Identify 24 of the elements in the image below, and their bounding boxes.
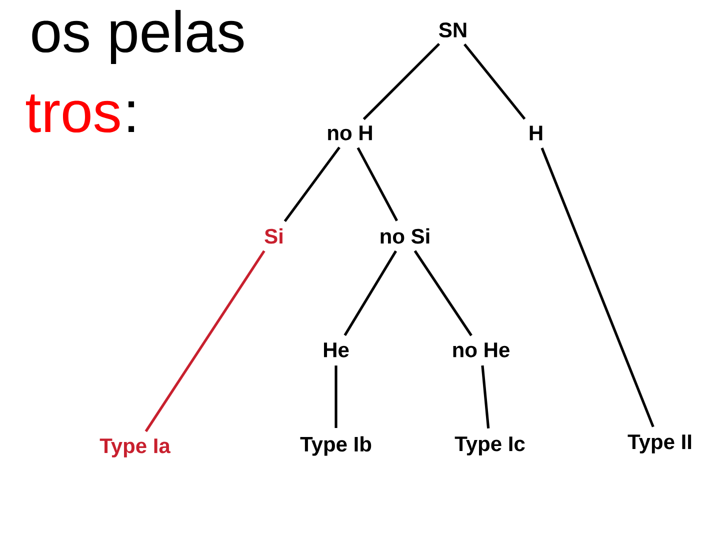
tree-node-label: H xyxy=(530,126,542,140)
tree-node-label: He xyxy=(324,342,349,358)
slide-text: : xyxy=(128,101,134,132)
tree-line xyxy=(144,250,266,432)
tree-line xyxy=(334,366,338,428)
tree-line xyxy=(414,250,472,336)
tree-line xyxy=(362,42,440,120)
tree-node-label: Si xyxy=(264,228,282,244)
tree-line xyxy=(464,43,526,120)
type-label: Type II xyxy=(628,434,692,454)
tree-line xyxy=(284,146,340,222)
type-label: Type Ib xyxy=(300,436,372,456)
tree-line xyxy=(356,147,398,222)
tree-line xyxy=(481,365,490,429)
tree-node-label: no Si xyxy=(380,228,430,244)
type-label: Type Ia xyxy=(100,438,171,458)
type-label: Type Ic xyxy=(454,436,525,456)
tree-line xyxy=(540,148,654,428)
tree-node-label: no He xyxy=(453,342,510,358)
tree-node-label: no H xyxy=(328,126,372,140)
tree-node-label: SN xyxy=(439,22,466,38)
slide-text: os pelas xyxy=(32,10,244,64)
slide-text: tros xyxy=(26,94,120,133)
tree-line xyxy=(344,250,398,336)
